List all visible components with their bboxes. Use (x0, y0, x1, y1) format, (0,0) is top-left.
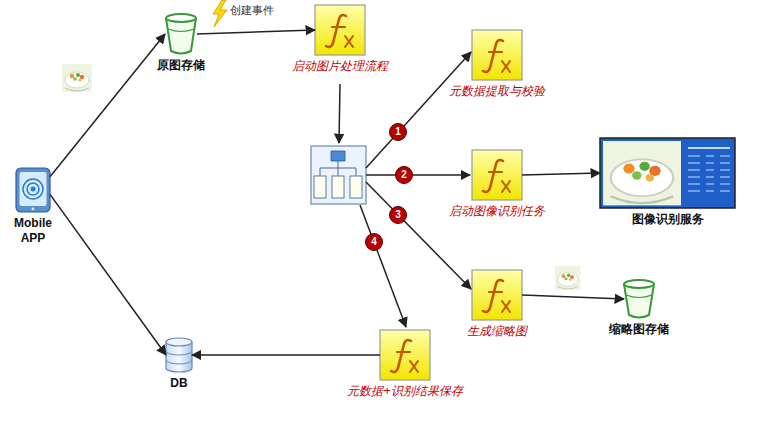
node-label: 元数据+识别结果保存 (347, 384, 462, 399)
callout-number: 4 (365, 233, 383, 251)
service-node: 图像识别服务 (600, 138, 735, 208)
lightning-icon (213, 0, 227, 27)
node-label: DB (170, 376, 187, 391)
function-node: 元数据+识别结果保存 (380, 330, 430, 380)
function-node: 启动图像识别任务 (472, 150, 522, 200)
bucket-icon (166, 14, 196, 54)
node-label: 元数据提取与校验 (449, 84, 545, 99)
workflow-icon (311, 146, 366, 204)
phone-icon (16, 168, 50, 212)
database-icon (166, 338, 192, 372)
callout-number: 1 (389, 123, 407, 141)
node-label: 图像识别服务 (632, 212, 704, 227)
flow-connector (50, 34, 165, 177)
app-node: Mobile APP (16, 168, 50, 212)
event-label: 创建事件 (230, 4, 274, 17)
flow-connector (192, 354, 380, 356)
node-label: 缩略图存储 (609, 322, 669, 337)
recognition-screenshot (600, 138, 735, 208)
node-label: 原图存储 (157, 58, 205, 73)
function-node: 启动图片处理流程 (315, 5, 365, 55)
function-node: 生成缩略图 (472, 270, 522, 320)
flow-connector (522, 173, 600, 175)
node-label: Mobile APP (7, 216, 59, 246)
bucket-icon (624, 280, 654, 318)
callout-number: 3 (389, 206, 407, 224)
function-box (380, 330, 430, 380)
function-node: 元数据提取与校验 (472, 30, 522, 80)
node-label: 生成缩略图 (467, 324, 527, 339)
function-box (472, 30, 522, 80)
storage-node: 缩略图存储 (624, 280, 654, 318)
storage-node: 原图存储 (165, 14, 197, 54)
flow-connector (50, 194, 166, 355)
function-box (472, 270, 522, 320)
food-thumbnail (555, 266, 581, 290)
flow-connector (197, 30, 315, 34)
node-label: 启动图片处理流程 (292, 59, 388, 74)
food-image (62, 64, 92, 92)
node-label: 启动图像识别任务 (449, 204, 545, 219)
flow-connector (522, 295, 624, 299)
function-box (315, 5, 365, 55)
callout-number: 2 (395, 166, 413, 184)
database-node: DB (166, 338, 192, 372)
function-box (472, 150, 522, 200)
